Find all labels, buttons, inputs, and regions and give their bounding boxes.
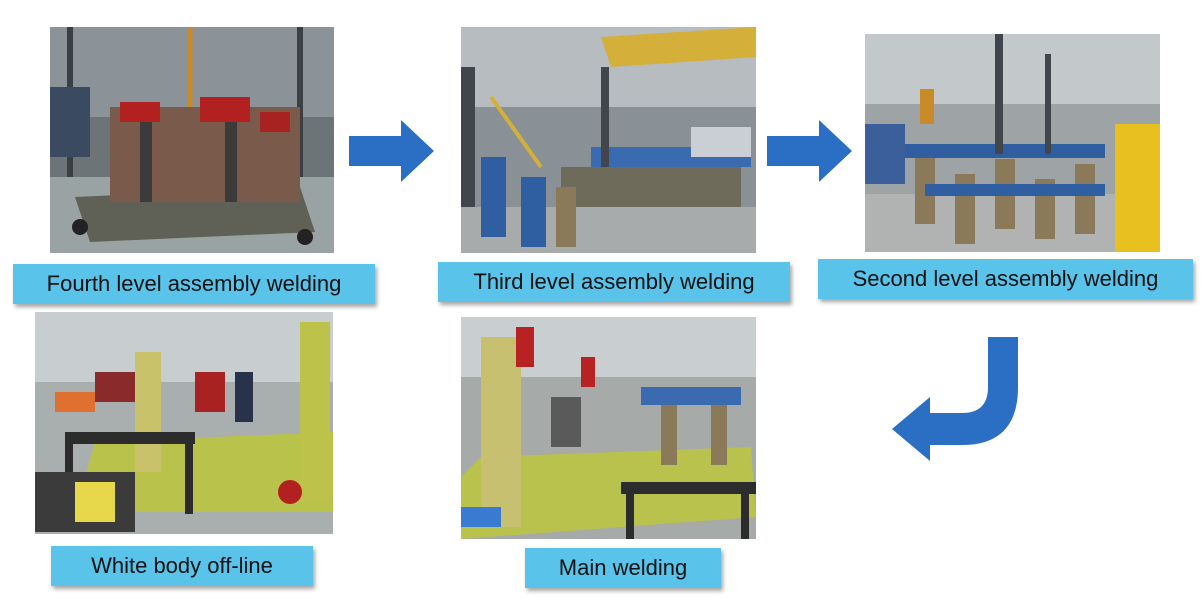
label-third-level-assembly-welding: Third level assembly welding [438, 262, 790, 302]
right-arrow-icon [349, 120, 434, 182]
label-main-welding: Main welding [525, 548, 721, 588]
curved-down-left-arrow-icon [892, 337, 1022, 461]
label-fourth-level-assembly-welding: Fourth level assembly welding [13, 264, 375, 304]
label-second-level-assembly-welding: Second level assembly welding [818, 259, 1193, 299]
photo-main-welding [461, 317, 756, 539]
photo-fourth-level-welding [50, 27, 334, 253]
label-white-body-offline: White body off-line [51, 546, 313, 586]
photo-second-level-welding [865, 34, 1160, 252]
photo-third-level-welding [461, 27, 756, 253]
right-arrow-icon [767, 120, 852, 182]
photo-white-body-offline [35, 312, 333, 534]
